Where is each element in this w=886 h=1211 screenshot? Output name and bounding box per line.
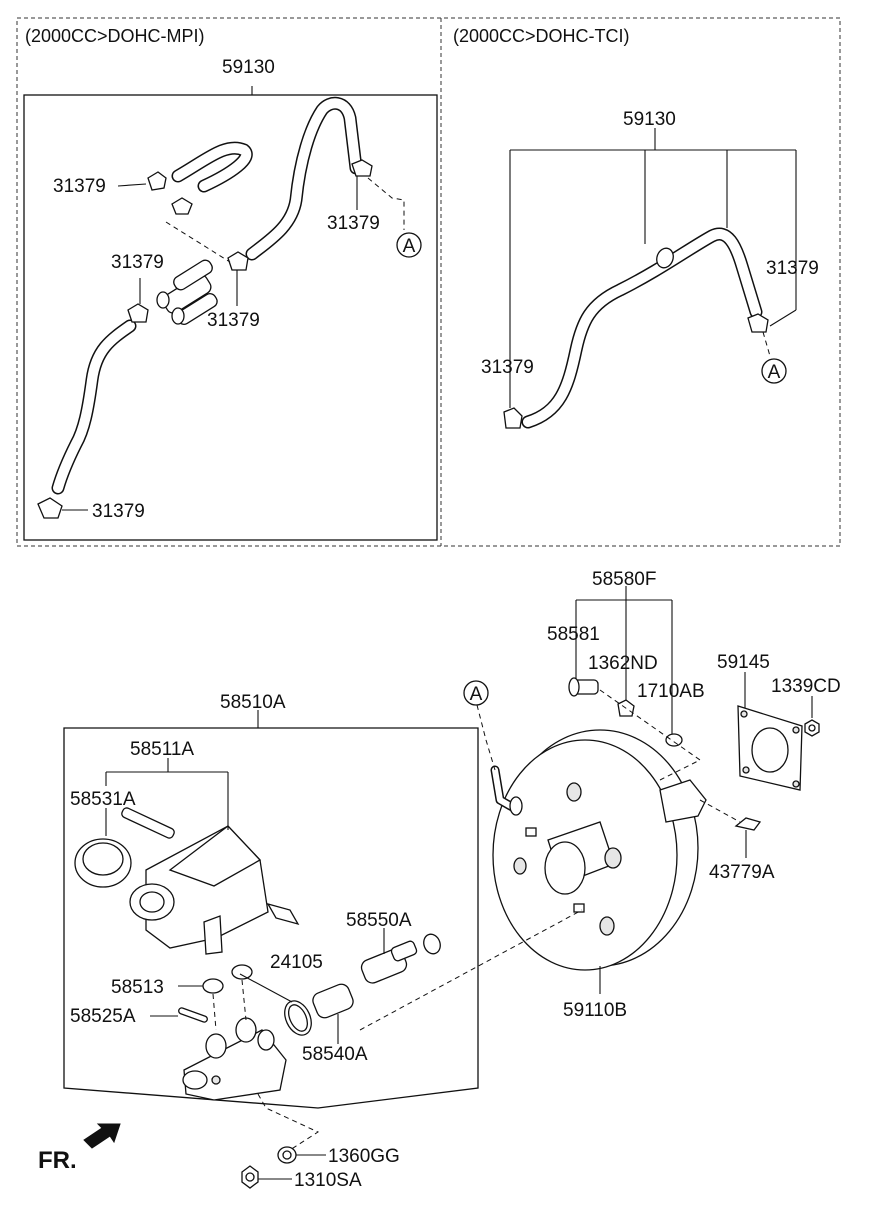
label-31379-tci-right: 31379: [766, 258, 819, 279]
clevis-pin: [699, 799, 762, 858]
mpi-panel-title: (2000CC>DOHC-MPI): [25, 26, 205, 46]
label-58531A: 58531A: [70, 789, 136, 810]
mpi-vacuum-hose: A: [37, 86, 422, 519]
clamp-icon: [171, 197, 193, 215]
label-31379-mpi-3: 31379: [111, 252, 164, 273]
front-indicator: FR.: [38, 1123, 121, 1174]
clamp-icon: [147, 171, 167, 191]
label-58525A: 58525A: [70, 1006, 136, 1027]
label-43779A: 43779A: [709, 862, 775, 883]
clamp-icon: [227, 251, 249, 271]
label-58581: 58581: [547, 624, 600, 645]
ref-a-marker: [463, 680, 489, 706]
o-ring-part: [665, 733, 683, 747]
mpi-check-valve: [156, 259, 218, 325]
label-24105: 24105: [270, 952, 323, 973]
label-58540A: 58540A: [302, 1044, 368, 1065]
clamp-icon: [503, 407, 523, 429]
clamp-icon: [127, 303, 149, 323]
panel-outer-border: [16, 17, 841, 547]
ref-a-label: A: [470, 684, 483, 705]
top-panels: (2000CC>DOHC-MPI) (2000CC>DOHC-TCI): [16, 17, 841, 547]
ref-a-label: A: [403, 236, 416, 257]
mpi-clamps: [37, 159, 373, 519]
pin-part: [150, 1007, 208, 1023]
label-58510A: 58510A: [220, 692, 286, 713]
label-59130-tci: 59130: [623, 109, 676, 130]
label-58513: 58513: [111, 977, 164, 998]
front-indicator-label: FR.: [38, 1147, 77, 1174]
mc-washer: [277, 1146, 326, 1164]
label-1360GG: 1360GG: [328, 1146, 400, 1167]
label-59130-mpi: 59130: [222, 57, 275, 78]
label-58550A: 58550A: [346, 910, 412, 931]
label-59110B: 59110B: [563, 1000, 627, 1021]
label-31379-mpi-4: 31379: [207, 310, 260, 331]
check-valve-kit: [568, 586, 701, 781]
label-1710AB: 1710AB: [637, 681, 705, 702]
mc-nut: [241, 1165, 292, 1189]
booster-pushrod-housing: [659, 779, 707, 823]
reservoir: [121, 807, 300, 955]
label-31379-tci-left: 31379: [481, 357, 534, 378]
booster-nut: [804, 696, 820, 737]
reservoir-seals: [178, 964, 253, 1031]
clamp-icon: [37, 497, 63, 519]
label-31379-mpi-5: 31379: [92, 501, 145, 522]
label-1339CD: 1339CD: [771, 676, 841, 697]
booster-gasket: [737, 672, 803, 791]
piston-assembly: [239, 909, 583, 1151]
ref-a-label: A: [768, 362, 781, 383]
ref-a-marker: [396, 232, 422, 258]
brake-booster: [490, 729, 707, 971]
clamp-icon: [747, 313, 769, 333]
label-1362ND: 1362ND: [588, 653, 658, 674]
tci-panel-title: (2000CC>DOHC-TCI): [453, 26, 630, 46]
tci-vacuum-hose: A: [503, 128, 797, 429]
master-cylinder-frame: [63, 727, 479, 1109]
mpi-hose-frame: [23, 94, 438, 541]
ref-a-marker: [761, 358, 787, 384]
arrow-icon: [83, 1123, 121, 1149]
clamp-icon: [351, 159, 373, 177]
cylinder-body: [182, 1017, 287, 1101]
label-58580F: 58580F: [592, 569, 656, 590]
label-31379-mpi-2: 31379: [327, 213, 380, 234]
label-31379-mpi-1: 31379: [53, 176, 106, 197]
label-1310SA: 1310SA: [294, 1170, 362, 1191]
label-59145: 59145: [717, 652, 770, 673]
reservoir-cap: [74, 838, 132, 888]
label-58511A: 58511A: [130, 739, 194, 760]
